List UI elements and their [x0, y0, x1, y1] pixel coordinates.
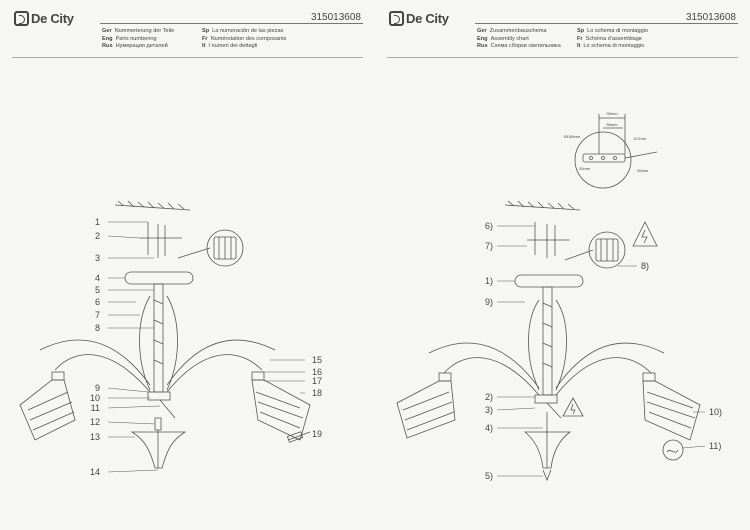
canopy [124, 271, 194, 285]
brand-logo: De City [14, 11, 74, 26]
dim-50mm: 50mm [606, 122, 618, 127]
assembly-drawing: 90mm 50mm Φ150mm 117mm 20mm 20mm 6) 7) 1… [396, 111, 722, 482]
part-label-2: 2 [95, 231, 100, 241]
left-glass-shade [396, 372, 456, 439]
lamp-arms [39, 339, 276, 393]
part-label-13: 13 [90, 432, 100, 442]
central-rod [139, 283, 178, 393]
leader-lines [496, 225, 706, 477]
step-label-2: 2) [485, 392, 493, 402]
part-label-3: 3 [95, 253, 100, 263]
bulb [662, 439, 684, 461]
brand-logo: De City [389, 11, 449, 26]
part-label-7: 7 [95, 310, 100, 320]
logo-mark-icon [14, 11, 29, 26]
lower-assembly [130, 391, 187, 469]
part-label-18: 18 [312, 388, 322, 398]
part-label-1: 1 [95, 217, 100, 227]
parts-drawing: 1 2 3 4 5 6 7 8 9 10 11 12 13 14 15 16 1… [19, 200, 322, 477]
lamp-arms [428, 342, 665, 396]
mounting-screws [527, 222, 570, 258]
part-label-16: 16 [312, 367, 322, 377]
lower-assembly [523, 394, 572, 482]
part-label-19: 19 [312, 429, 322, 439]
mounting-screws [140, 222, 182, 258]
part-label-12: 12 [90, 417, 100, 427]
left-glass-shade [19, 371, 76, 441]
terminal-block-detail [177, 229, 244, 267]
logo-mark-icon [389, 11, 404, 26]
step-labels: 6) 7) 1) 9) 2) 3) 4) 5) 8) 10) 11) [485, 221, 722, 481]
dim-20mm-right: 20mm [637, 168, 649, 173]
electric-warning-icon [632, 221, 658, 247]
central-rod [528, 286, 567, 396]
dim-20mm-left: 20mm [579, 166, 591, 171]
step-label-11: 11) [709, 441, 721, 451]
header-rule [100, 23, 363, 24]
ceiling-hatch [504, 200, 581, 211]
part-label-5: 5 [95, 285, 100, 295]
step-label-5: 5) [485, 471, 493, 481]
step-label-6: 6) [485, 221, 493, 231]
step-label-1: 1) [485, 276, 493, 286]
part-label-10: 10 [90, 393, 100, 403]
dim-diameter-150mm: Φ150mm [563, 134, 580, 139]
part-number-labels: 1 2 3 4 5 6 7 8 9 10 11 12 13 14 15 16 1… [90, 217, 322, 477]
part-label-8: 8 [95, 323, 100, 333]
brand-name: De City [406, 11, 449, 26]
step-label-7: 7) [485, 241, 493, 251]
bulb-part [286, 431, 311, 443]
part-label-11: 11 [91, 403, 100, 413]
step-label-3: 3) [485, 405, 493, 415]
bracket-dimension-labels: 90mm 50mm Φ150mm 117mm 20mm 20mm [563, 111, 648, 173]
ceiling-hatch [114, 200, 191, 211]
step-label-4: 4) [485, 423, 493, 433]
right-glass-shade [642, 372, 701, 441]
canopy [514, 274, 584, 288]
header-rule-lower [12, 57, 363, 58]
part-label-6: 6 [95, 297, 100, 307]
header-rule-lower [387, 57, 738, 58]
step-label-8: 8) [641, 261, 649, 271]
part-label-9: 9 [95, 383, 100, 393]
part-label-15: 15 [312, 355, 322, 365]
right-glass-shade [251, 371, 311, 441]
part-label-17: 17 [312, 376, 322, 386]
article-number: 315013608 [310, 12, 361, 23]
brand-name: De City [31, 11, 74, 26]
step-label-9: 9) [485, 297, 493, 307]
header-rule [475, 23, 738, 24]
part-label-14: 14 [90, 467, 100, 477]
leader-lines [107, 221, 305, 473]
part-label-4: 4 [95, 273, 100, 283]
electric-warning-small-icon [562, 397, 584, 417]
step-label-10: 10) [709, 407, 722, 417]
bracket-detail [574, 114, 658, 189]
article-number: 315013608 [685, 12, 736, 23]
dim-90mm: 90mm [606, 111, 618, 116]
terminal-block-detail [564, 231, 626, 269]
dim-117mm: 117mm [633, 136, 647, 141]
